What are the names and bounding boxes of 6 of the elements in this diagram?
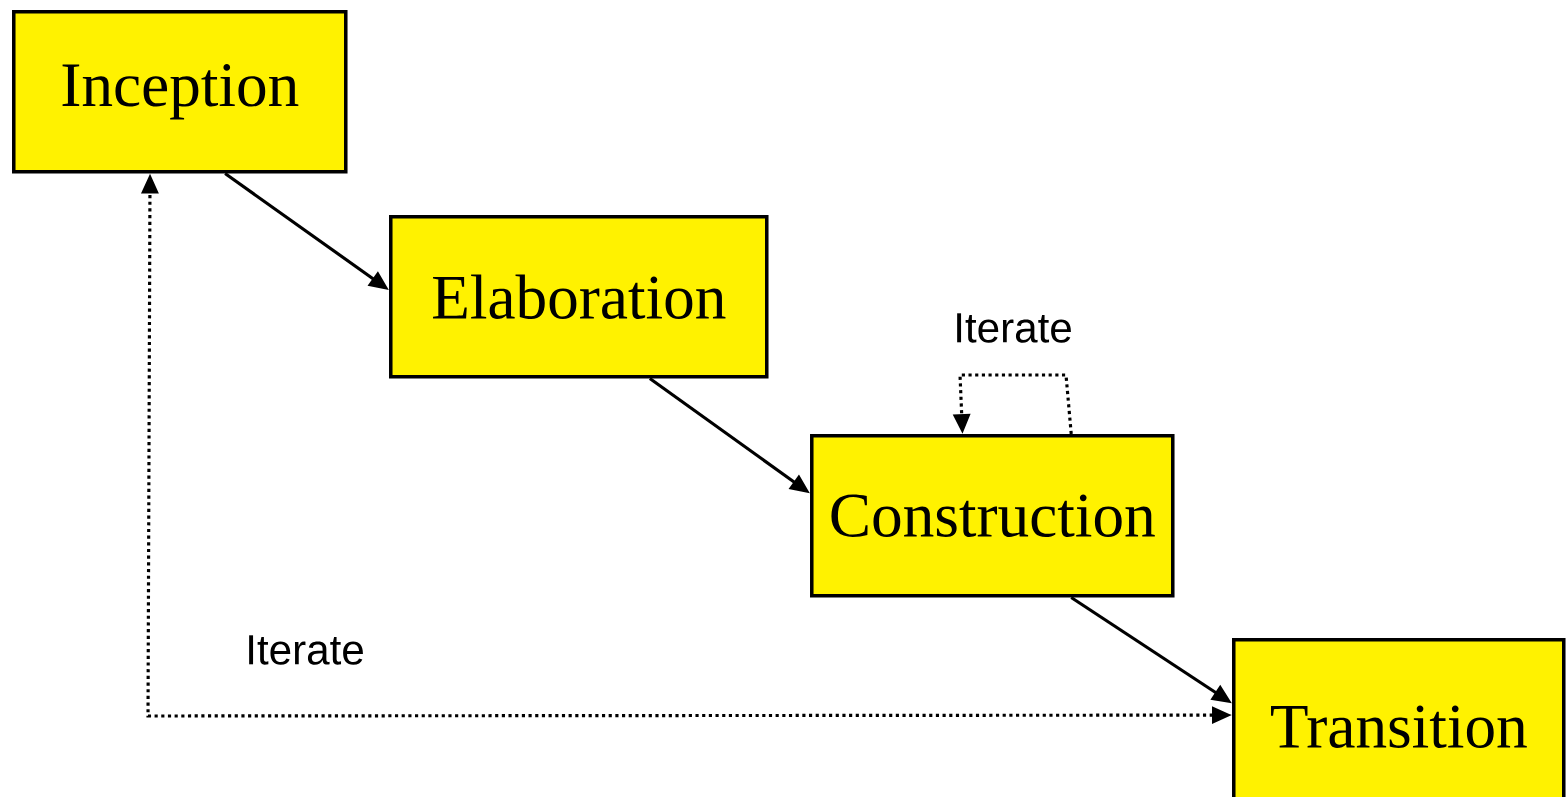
phase-box: Construction <box>810 434 1175 598</box>
phase-box: Elaboration <box>389 215 769 379</box>
edge-label: Iterate <box>241 631 369 669</box>
phase-box: Inception <box>12 10 348 174</box>
phase-box: Transition <box>1232 638 1566 797</box>
edge-label: Iterate <box>949 309 1077 347</box>
